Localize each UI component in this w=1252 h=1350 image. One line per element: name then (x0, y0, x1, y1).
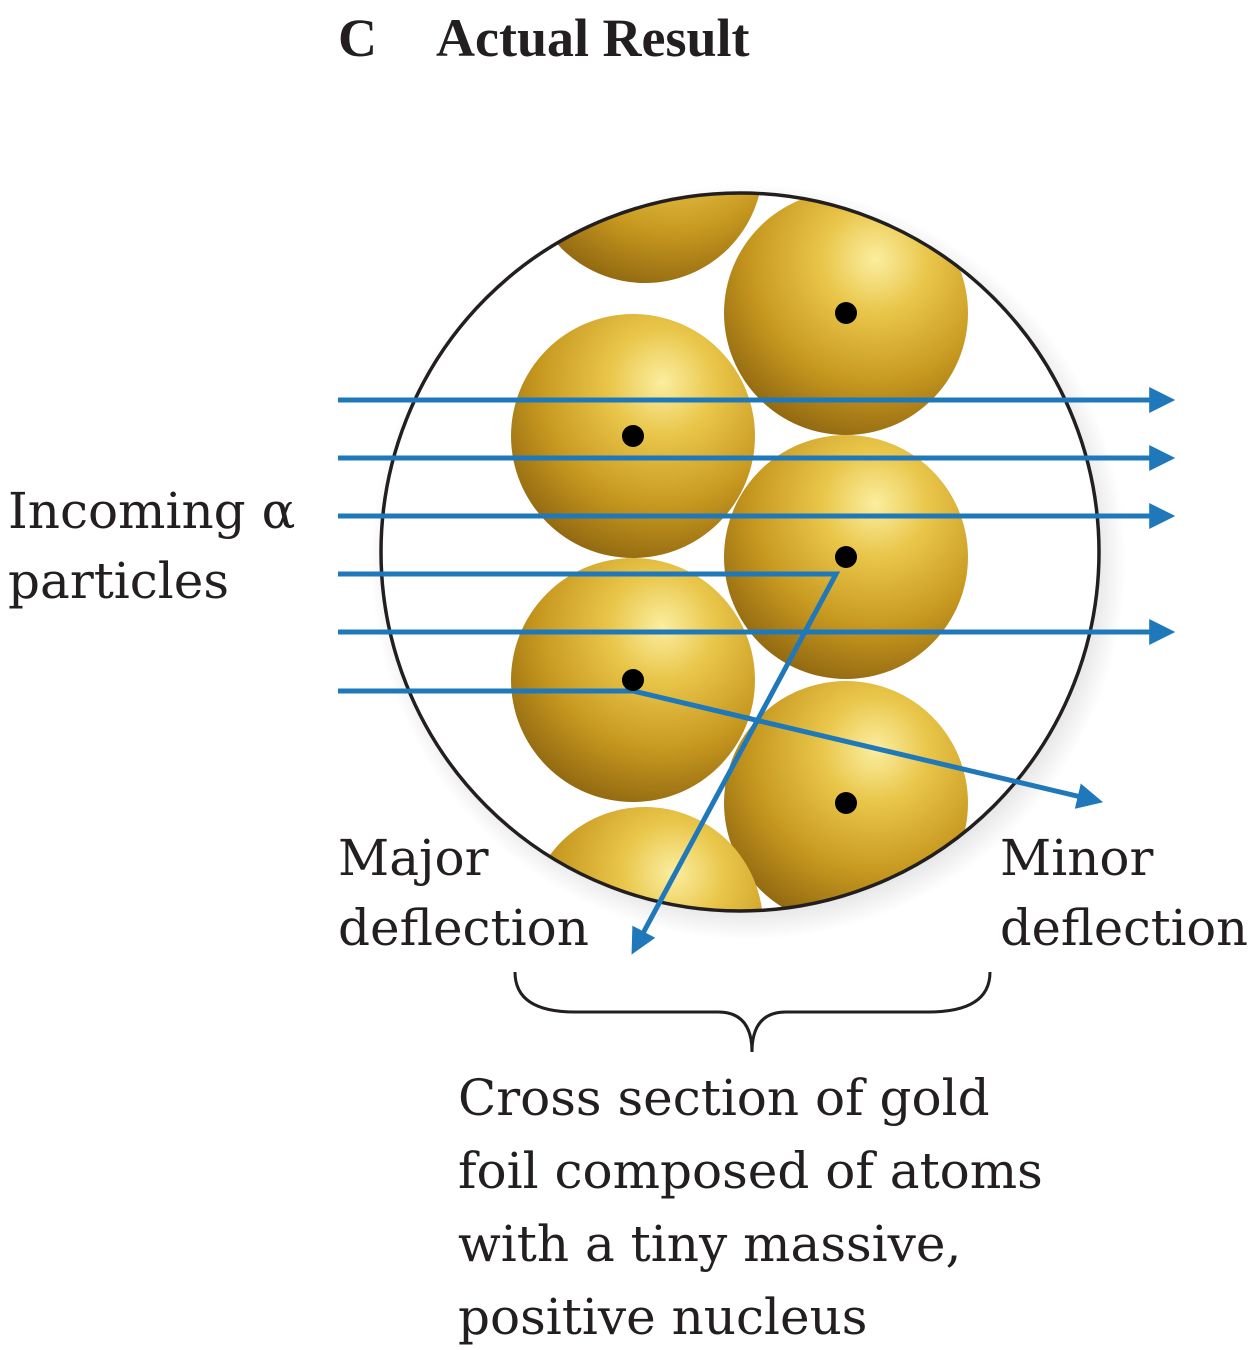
nucleus-dot (622, 425, 644, 447)
caption-line2: foil composed of atoms (458, 1142, 1043, 1200)
curly-brace (513, 971, 992, 1053)
caption-line1: Cross section of gold (458, 1069, 990, 1127)
incoming-label-line2: particles (8, 552, 229, 610)
nucleus-dot (835, 546, 857, 568)
panel-letter: C (338, 8, 377, 68)
foil-outline (379, 191, 1101, 913)
caption-line3: with a tiny massive, (458, 1215, 961, 1273)
major-deflection-label-line2: deflection (338, 899, 589, 957)
panel-title: Actual Result (436, 8, 749, 68)
major-deflection-arrow (338, 571, 841, 955)
major-deflection-label-line1: Major (338, 829, 489, 887)
gold-foil-cross-section (379, 191, 1101, 913)
nucleus-dot (835, 302, 857, 324)
gold-atom (527, 807, 763, 911)
minor-deflection-label-line1: Minor (1000, 829, 1153, 887)
gold-atoms (511, 193, 968, 911)
minor-deflection-label-line2: deflection (1000, 899, 1248, 957)
gold-atom (527, 193, 763, 283)
alpha-particle-paths (338, 387, 1176, 955)
incoming-label-line1: Incoming α (8, 482, 295, 540)
nucleus-dot (622, 669, 644, 691)
nuclei (622, 302, 857, 814)
nucleus-dot (835, 792, 857, 814)
caption-line4: positive nucleus (458, 1288, 867, 1346)
